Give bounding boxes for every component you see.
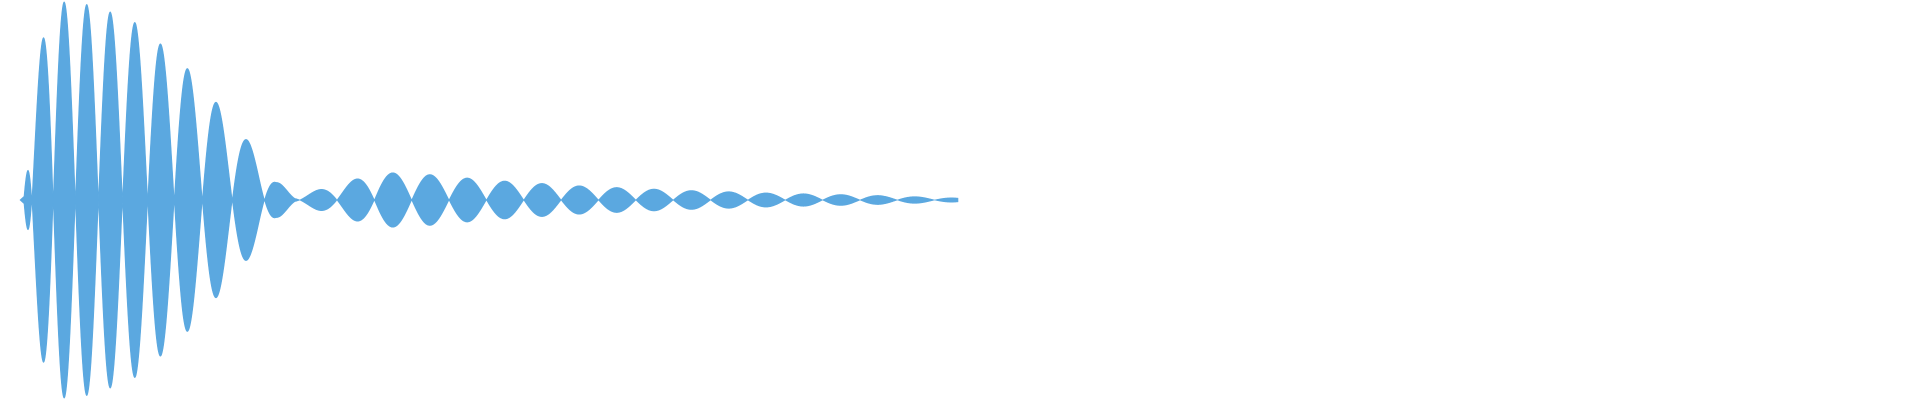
- waveform-area: [19, 1, 959, 399]
